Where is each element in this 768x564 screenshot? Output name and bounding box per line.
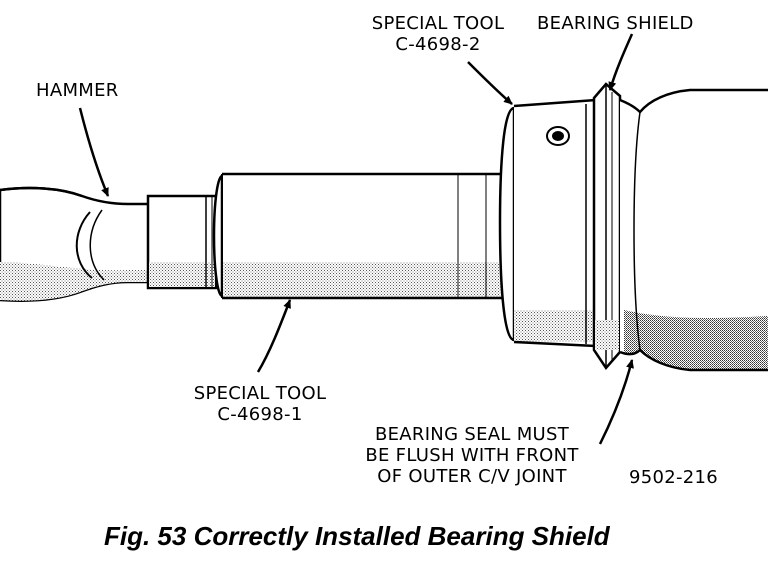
bearing-shield-label-text: BEARING SHIELD (537, 13, 694, 34)
special-tool-c-4698-2 (498, 98, 597, 348)
hammer-label: HAMMER (36, 80, 119, 101)
bearing-shield-label: BEARING SHIELD (537, 13, 694, 34)
leader-arrow-icon (78, 33, 634, 445)
outer-cv-joint (619, 88, 768, 372)
tool-1-label-line2: C-4698-1 (217, 404, 303, 425)
figure-code-text: 9502-216 (629, 467, 719, 488)
bearing-seal-note-line1: BEARING SEAL MUST (374, 424, 570, 445)
tool-2-label-line1: SPECIAL TOOL (371, 13, 505, 34)
hammer-label-text: HAMMER (36, 80, 119, 101)
bearing-shield (592, 82, 622, 371)
tool-2-label: SPECIAL TOOL C-4698-2 (358, 13, 518, 55)
special-tool-c-4698-1 (212, 172, 508, 300)
tool-2-label-line2: C-4698-2 (395, 34, 481, 55)
tool-1-label-line1: SPECIAL TOOL (193, 383, 327, 404)
bearing-seal-note-line2: BE FLUSH WITH FRONT (365, 445, 579, 466)
bearing-shield-illustration (0, 33, 768, 445)
bearing-seal-note-line3: OF OUTER C/V JOINT (377, 466, 567, 487)
figure-caption: Fig. 53 Correctly Installed Bearing Shie… (104, 521, 610, 551)
bearing-seal-note: BEARING SEAL MUST BE FLUSH WITH FRONT OF… (340, 424, 604, 487)
tool-1-label: SPECIAL TOOL C-4698-1 (180, 383, 340, 425)
hammer-neck (146, 194, 218, 290)
hammer-head (0, 186, 152, 302)
figure-code: 9502-216 (629, 467, 718, 488)
